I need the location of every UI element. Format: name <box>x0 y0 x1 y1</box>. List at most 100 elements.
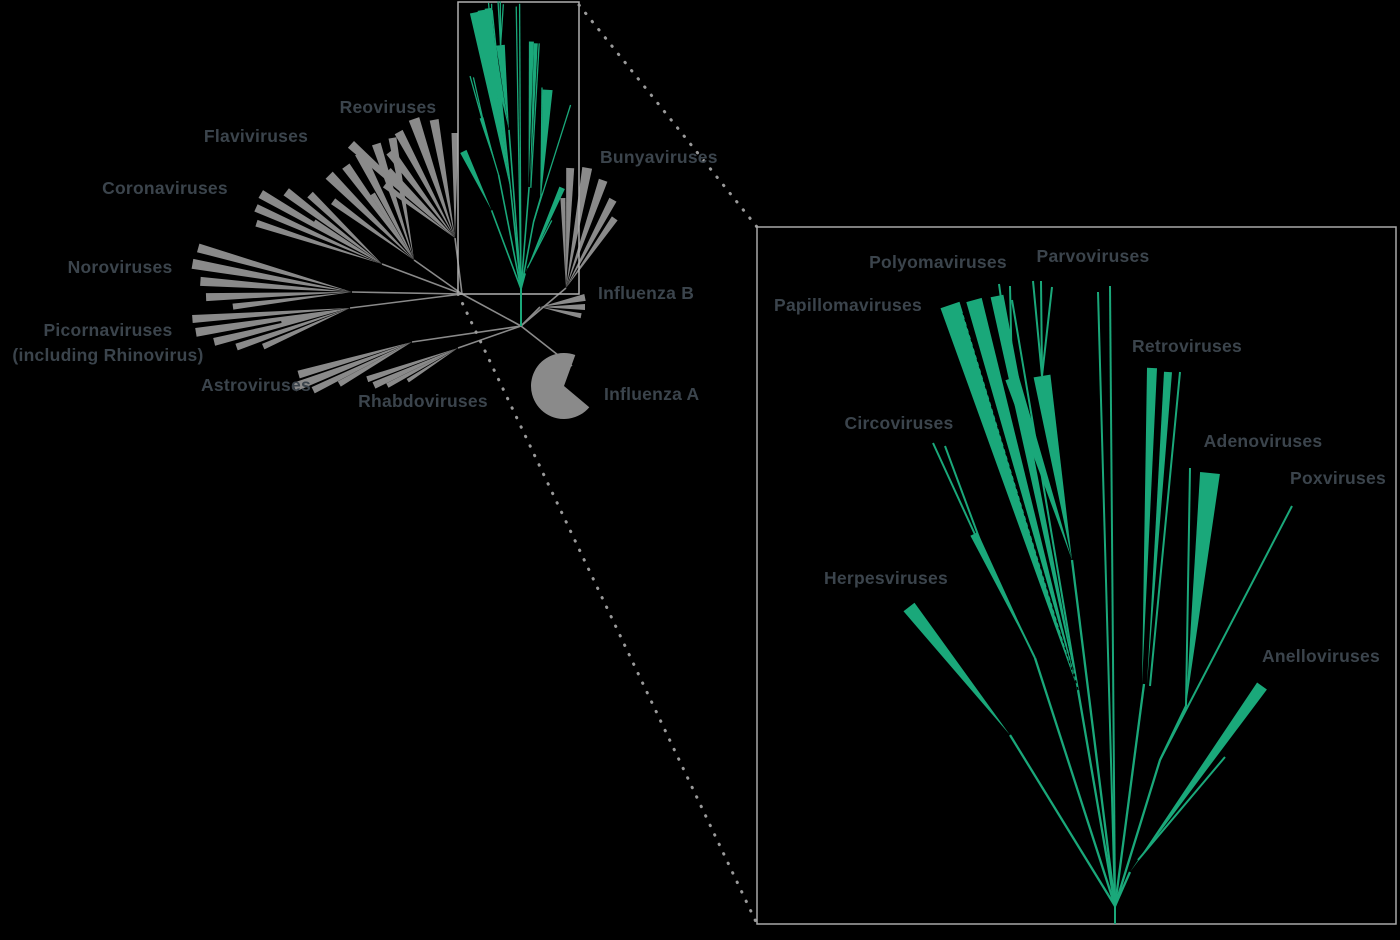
clade-wedge <box>213 308 350 346</box>
green-wedge-retroviruses-2 <box>529 43 538 187</box>
label-retroviruses: Retroviruses <box>1132 336 1242 356</box>
green-wedge-polyomaviruses <box>1005 375 1072 560</box>
green-branch-line <box>1011 299 1079 691</box>
green-stem <box>490 210 522 290</box>
label-influenza-b: Influenza B <box>598 283 694 303</box>
green-wedge-retroviruses-1 <box>528 41 534 187</box>
green-stem <box>1033 657 1117 907</box>
clade-wedge <box>312 219 382 264</box>
green-branch-line <box>1109 285 1116 907</box>
main-tree <box>191 117 618 420</box>
green-branch-line <box>540 87 543 198</box>
green-wedge-parvoviruses <box>496 44 509 130</box>
green-wedge-papillomaviruses-2 <box>477 9 511 190</box>
label-noroviruses: Noroviruses <box>68 257 173 277</box>
green-branch-line <box>499 4 505 46</box>
clade-wedge <box>192 308 350 323</box>
label-influenza-a: Influenza A <box>604 384 700 404</box>
clade-wedge <box>342 163 414 260</box>
label-papillomaviruses: Papillomaviruses <box>774 295 922 315</box>
green-branch-line <box>532 104 572 223</box>
clade-wedge <box>307 191 382 264</box>
green-branch-line <box>530 43 540 188</box>
clade-wedge <box>262 308 350 350</box>
green-wedge-papillomaviruses-1 <box>940 301 1078 690</box>
tree-branch <box>461 293 522 327</box>
clade-picornaviruses <box>192 308 350 351</box>
clade-wedge <box>370 192 414 260</box>
label-bunyaviruses: Bunyaviruses <box>600 147 718 167</box>
clade-wedge <box>311 342 412 394</box>
clade-wedge <box>406 348 458 383</box>
green-stem <box>497 174 522 290</box>
green-branch-line <box>1032 280 1043 377</box>
clade-wedge <box>191 258 352 292</box>
clade-wedge <box>254 204 382 264</box>
green-branch-line <box>1185 467 1191 707</box>
clade-wedge <box>540 304 585 310</box>
main-tree-labels: ReovirusesFlavivirusesCoronavirusesNorov… <box>12 97 717 411</box>
tree-branch <box>411 325 522 343</box>
clade-noroviruses <box>191 243 352 310</box>
clade-rhabdoviruses <box>366 348 458 389</box>
green-wedge-parvoviruses <box>1033 374 1072 560</box>
green-branch-line <box>1137 756 1226 861</box>
tree-branch <box>351 291 463 295</box>
green-wedge-adenoviruses <box>1186 472 1220 706</box>
green-wedge-adenoviruses <box>540 89 553 197</box>
clade-wedge <box>394 129 455 238</box>
clade-wedge <box>366 348 458 383</box>
green-wedge-circoviruses <box>479 117 499 175</box>
green-branch-line <box>944 445 982 544</box>
clade-wedge <box>205 292 352 302</box>
clade-wedge <box>560 198 566 288</box>
green-branch-line <box>1159 505 1293 761</box>
clade-coronaviruses <box>254 188 382 264</box>
green-stem <box>520 273 526 290</box>
green-wedge-retroviruses-2 <box>1147 371 1172 684</box>
green-wedge-herpesviruses <box>903 602 1010 735</box>
label-circoviruses: Circoviruses <box>844 413 953 433</box>
label-anelloviruses: Anelloviruses <box>1262 646 1380 666</box>
clade-wedge <box>388 137 414 260</box>
green-branch-line <box>1040 280 1043 377</box>
green-wedge-circoviruses <box>970 532 1035 658</box>
green-branch-line <box>472 77 485 123</box>
green-branch-line <box>1041 286 1053 377</box>
clade-influenza-b <box>540 294 586 319</box>
green-wedge-anelloviruses <box>525 186 565 274</box>
label-adenoviruses: Adenoviruses <box>1204 431 1323 451</box>
clade-wedge <box>566 167 575 288</box>
clade-wedge <box>540 294 586 307</box>
clade-wedge <box>200 276 352 292</box>
clade-wedge <box>292 342 412 392</box>
green-wedge-herpesviruses <box>460 149 492 211</box>
clade-astroviruses <box>292 342 412 394</box>
green-wedge-polyomaviruses <box>488 45 509 130</box>
clade-wedge <box>281 308 350 325</box>
label-poxviruses: Poxviruses <box>1290 468 1386 488</box>
green-stem <box>1070 559 1117 907</box>
clade-flaviviruses <box>325 137 414 260</box>
tree-branch <box>381 263 463 295</box>
clade-wedge <box>235 308 350 351</box>
clade-wedge <box>429 119 455 238</box>
clade-wedge <box>372 142 414 260</box>
clade-wedge <box>566 178 608 288</box>
green-stem <box>1113 871 1132 907</box>
green-branch-line <box>518 3 522 290</box>
label-picornaviruses: Picornaviruses <box>44 320 173 340</box>
clade-influenza-a-fan <box>531 353 590 420</box>
clade-wedge <box>386 149 455 238</box>
label-polyomaviruses: Polyomaviruses <box>869 252 1007 272</box>
green-stem <box>508 129 522 290</box>
label-coronaviruses: Coronaviruses <box>102 178 228 198</box>
zoom-panel <box>756 226 1397 925</box>
clade-wedge <box>540 307 582 319</box>
green-branch-line <box>469 75 484 122</box>
green-wedge-anelloviruses <box>1130 682 1267 872</box>
label-parvoviruses: Parvoviruses <box>1037 246 1150 266</box>
